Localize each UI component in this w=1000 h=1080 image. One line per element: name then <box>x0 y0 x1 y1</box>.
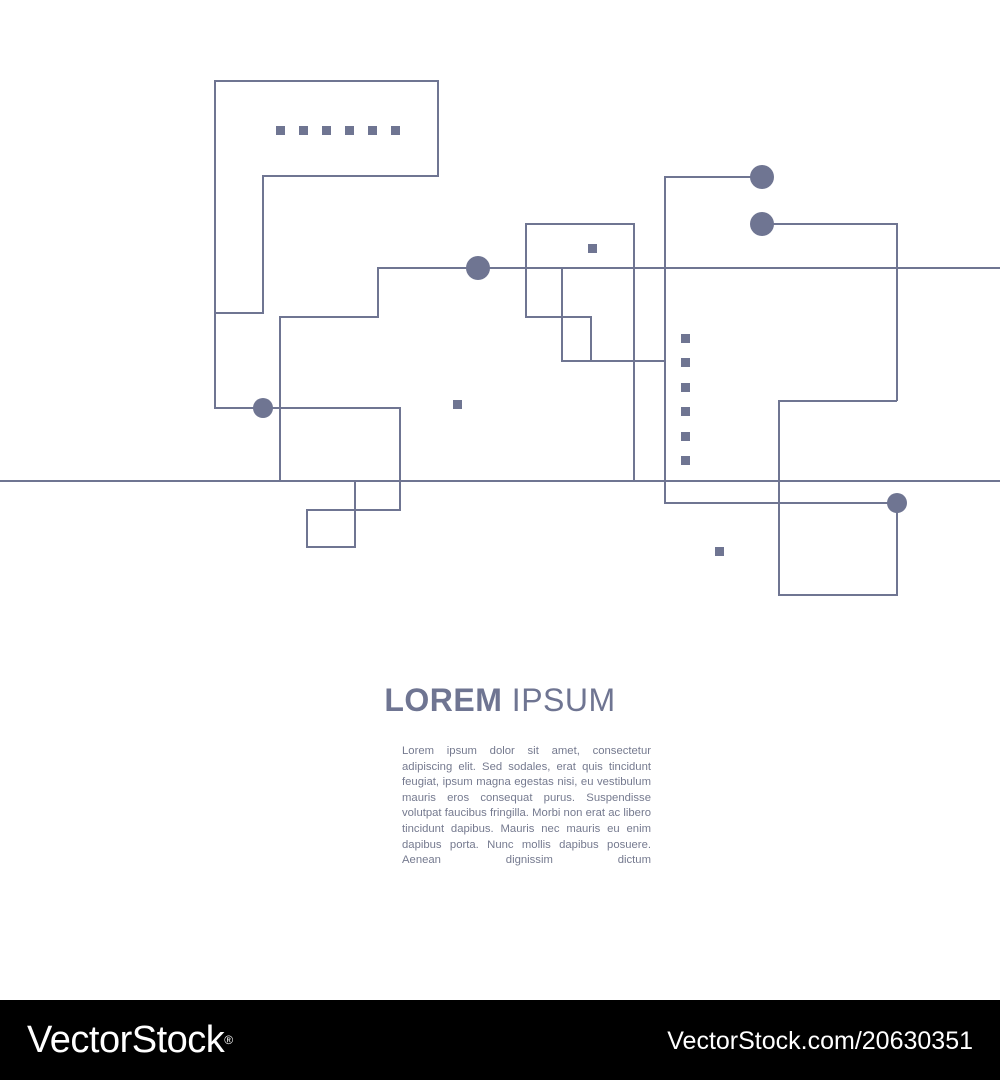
headline-bold: LOREM <box>384 682 503 718</box>
headline: LOREM IPSUM <box>0 682 1000 719</box>
headline-light: IPSUM <box>511 682 616 718</box>
circuit-lines-graphic <box>0 80 1000 596</box>
stock-id: VectorStock.com/20630351 <box>667 1027 973 1055</box>
body-paragraph: Lorem ipsum dolor sit amet, consectetur … <box>402 745 651 867</box>
brand-name: VectorStock <box>27 1019 225 1061</box>
circuit-illustration: LOREM IPSUM Lorem ipsum dolor sit amet, … <box>0 80 1000 867</box>
brand-logo: VectorStock® <box>27 1018 233 1062</box>
watermark-footer: VectorStock® VectorStock.com/20630351 <box>0 1000 1000 1080</box>
registered-mark: ® <box>224 1033 233 1047</box>
